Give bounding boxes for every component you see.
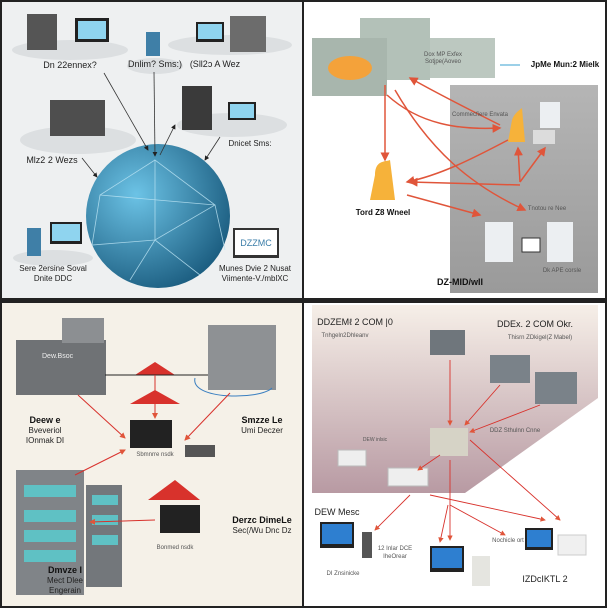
- ws1-label: DI Znsinicke: [326, 571, 360, 577]
- left-label-1: Deew e: [29, 415, 60, 425]
- firewall-label: Tord Z8 Wneel: [356, 208, 411, 217]
- quadrant-datacenter-network: DDZEMℓ 2 COM |0 Tnhgeln2Dhleanv DDEx. 2 …: [304, 303, 605, 606]
- label-bottom-left-1: Sere 2ersine Soval: [19, 264, 87, 273]
- switch-icon: [185, 445, 215, 457]
- switch-rack-icon: [490, 355, 530, 383]
- label-bottom-right-2: Viimente-V./mblXC: [222, 274, 289, 283]
- globe-icon: [86, 144, 230, 288]
- server-block: [430, 38, 495, 78]
- zone-floor: [312, 305, 598, 493]
- tr-label-1: DDEx. 2 COM Okr.: [497, 319, 573, 329]
- firewall-icon: [508, 108, 525, 142]
- server-icon: [146, 32, 160, 56]
- phone-icon: [362, 532, 372, 558]
- ws1-title: DEW Mesc: [315, 507, 361, 517]
- bottom-label-1: Dmvze I: [48, 565, 82, 575]
- ws3-label: IZDcIKTL 2: [522, 574, 567, 584]
- monitor-icon: [160, 505, 200, 533]
- core-server-icon: [430, 428, 468, 456]
- server-icon: [485, 222, 513, 262]
- quadrant-lan-diagram: Dew.Bsoc Deew e Bveveriol IOnmak DI Sbmn…: [2, 303, 302, 606]
- quadrant-global-network: DZZMC Dn 22ennex? Dnlim? Sms:) (Sll2ɔ A …: [2, 2, 302, 298]
- quadrant-firewall-network: Dox MP Exfex Sotjpe(Aoveo JpMe Mun:2 Mie…: [304, 2, 605, 298]
- router-icon: [130, 362, 200, 500]
- ws2-label: Nochicle ort: [492, 538, 524, 544]
- switch-rack-icon: [535, 372, 577, 404]
- label-top-mid: Dnlim? Sms:): [128, 59, 182, 69]
- zone-panel: [450, 85, 598, 293]
- server-icon: [27, 228, 41, 256]
- bottom-label-3: Engerain: [49, 586, 81, 595]
- printer-icon: [533, 130, 555, 144]
- monitor2-label: Bonmed nsdk: [157, 545, 195, 551]
- tl-label-2: Tnhgeln2Dhleanv: [321, 333, 368, 339]
- server-icon: [540, 102, 560, 128]
- server-rack-icon: [182, 86, 212, 130]
- monitor-text: DZZMC: [240, 238, 272, 248]
- switch-rack-icon: [430, 330, 465, 355]
- device-label: Dew.Bsoc: [42, 353, 74, 360]
- router-icon: [387, 467, 429, 487]
- label-top-left: Dn 22ennex?: [43, 60, 97, 70]
- ap-label: DEW inlsic: [363, 437, 388, 443]
- dc-text-2: Sotjpe(Aoveo: [425, 59, 462, 65]
- dc-text-1: Dox MP Exfex: [424, 52, 462, 58]
- printer-icon: [557, 534, 587, 556]
- ws1-side-2: IheOrear: [383, 554, 407, 560]
- server-tower-icon: [27, 14, 57, 50]
- label-top-right: (Sll2ɔ A Wez: [190, 59, 241, 69]
- core-label: DDZ Sthulnn Cnne: [490, 428, 541, 434]
- cluster-label: Commecfiere Envata: [452, 112, 509, 118]
- tower-icon: [472, 556, 490, 586]
- network-cabinet: [208, 325, 276, 390]
- label-bottom-right-1: Munes Dvie 2 Nusat: [219, 264, 292, 273]
- right2-label-2: Sec(/Wu Dnc Dz: [233, 526, 292, 535]
- server-icon: [547, 222, 573, 262]
- monitor1-label: Sbmnrre nsdk: [136, 452, 174, 458]
- cloud-icon: [328, 56, 372, 80]
- rack-cabinet-icon: [230, 16, 266, 52]
- appliance-device: [16, 340, 106, 395]
- firewall-icon: [370, 160, 395, 200]
- left-label-3: IOnmak DI: [26, 436, 64, 445]
- right-label-2: Umi Deczer: [241, 426, 283, 435]
- console-label: Dk APE corsle: [543, 268, 582, 274]
- panel-title: DZ-MID/wII: [437, 277, 483, 287]
- right-label-1: Smzze Le: [241, 415, 282, 425]
- desktop-computer-icon: [50, 100, 105, 136]
- bottom-label-2: Mect Dlee: [47, 576, 84, 585]
- tr-label-2: Thisrn ZDkigel(Z Mabel): [508, 335, 572, 341]
- label-mid-right: Dnicet Sms:: [228, 139, 271, 148]
- label-bottom-left-2: Dnite DDC: [34, 274, 72, 283]
- node-label: Tnotou re Nee: [528, 206, 567, 212]
- ws1-side-1: 12 Inlar DCE: [378, 546, 412, 552]
- tl-label-1: DDZEMℓ 2 COM |0: [317, 317, 393, 327]
- left-label-2: Bveveriol: [29, 426, 62, 435]
- monitor-icon: [130, 420, 172, 448]
- right2-label-1: Derzc DimeLe: [232, 515, 292, 525]
- access-point-icon: [337, 449, 367, 467]
- monitor-icon: [521, 237, 541, 253]
- link-label: JpMe Mun:2 Mielk: [531, 60, 600, 69]
- label-mid-left: Mlz2 2 Wezs: [26, 155, 78, 165]
